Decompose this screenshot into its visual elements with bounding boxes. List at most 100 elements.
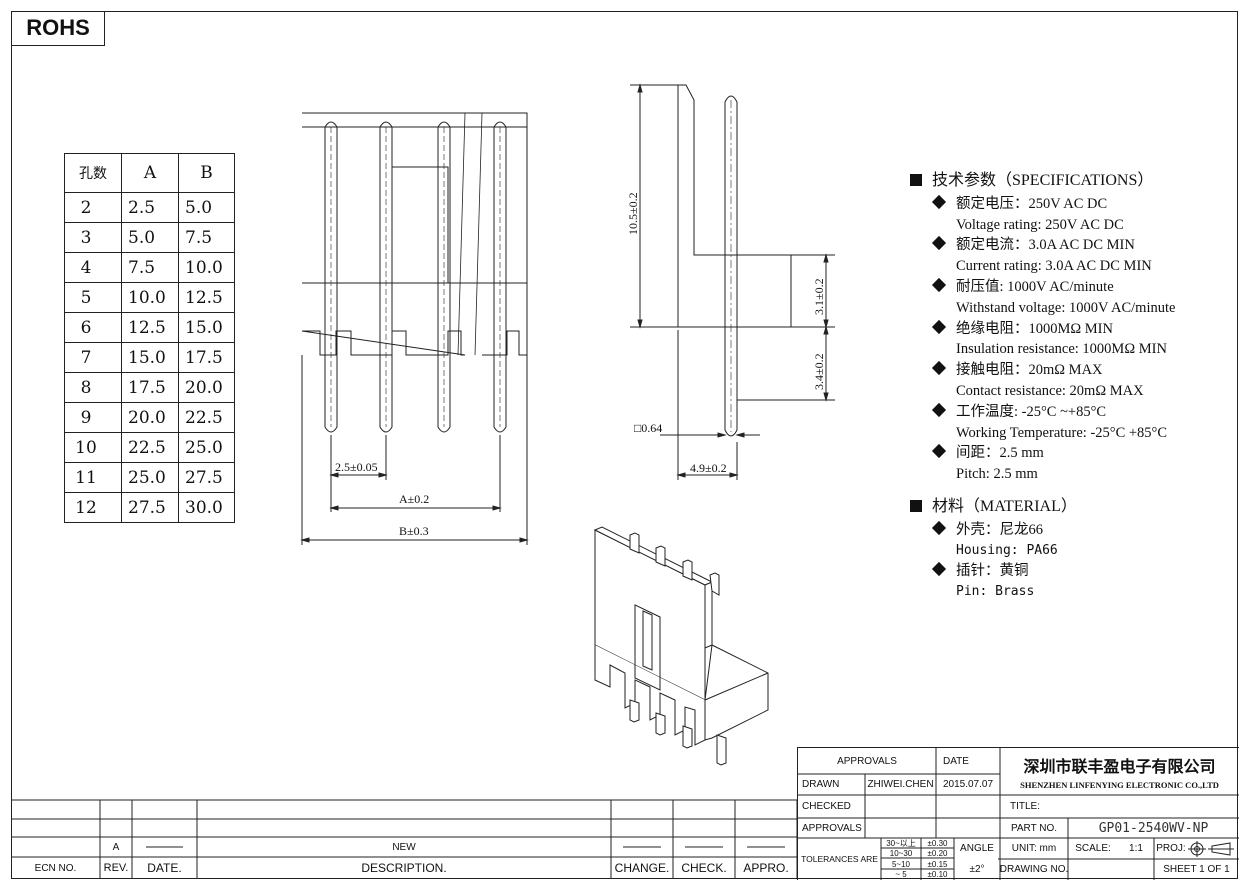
height-dim: 10.5±0.2	[626, 192, 640, 235]
square-bullet-icon	[910, 174, 922, 186]
tolerance-range: 30~以上	[886, 838, 916, 848]
company-name-en: SHENZHEN LINFENYING ELECTRONIC CO.,LTD	[1020, 780, 1219, 790]
rohs-label: ROHS	[11, 11, 105, 46]
table-header-cell: 孔数	[64, 153, 122, 193]
pins	[324, 121, 507, 433]
spec-item-en: Pin: Brass	[956, 584, 1035, 600]
diamond-bullet-icon	[931, 319, 947, 334]
spec-item: 绝缘电阻：1000MΩ MIN	[910, 319, 1175, 340]
square-bullet-icon	[910, 499, 922, 512]
table-cell: 10.0	[121, 282, 179, 313]
spec-item-cn: 间距：2.5 mm	[956, 445, 1044, 462]
drawn-label: DRAWN	[802, 779, 840, 790]
drawing-frame	[11, 11, 1238, 879]
spec-item-cn: 外壳：尼龙66	[956, 521, 1043, 538]
approvals-label: APPROVALS	[802, 822, 862, 834]
sheet-label: SHEET 1 OF 1	[1163, 864, 1230, 875]
spec-item: 外壳：尼龙66	[910, 520, 1175, 541]
company-name-cn: 深圳市联丰盈电子有限公司	[1023, 757, 1216, 776]
table-cell: 30.0	[178, 492, 235, 523]
part-number: GP01-2540WV-NP	[1098, 820, 1209, 836]
table-cell: 4	[64, 252, 122, 283]
spec-item: 工作温度: -25°C ~+85°C	[910, 402, 1175, 423]
spec-item-cn: 工作温度: -25°C ~+85°C	[956, 403, 1107, 420]
spec-item-en: Contact resistance: 20mΩ MAX	[956, 382, 1144, 399]
diamond-bullet-icon	[931, 194, 947, 209]
table-cell: 11	[64, 462, 122, 493]
spec-item-en: Current rating: 3.0A AC DC MIN	[956, 258, 1152, 275]
spec-item-en: Pitch: 2.5 mm	[956, 466, 1038, 483]
table-cell: 20.0	[178, 372, 235, 403]
table-cell: 6	[64, 312, 122, 343]
material-title: 材料（MATERIAL）	[932, 497, 1077, 515]
side-view-drawing: □0.64 4.9±0.2 10.5±0.2 3.1±0.2 3.4±0.2	[626, 83, 835, 480]
table-cell: 5.0	[121, 222, 179, 253]
spec-item-cn: 额定电流：3.0A AC DC MIN	[956, 237, 1135, 254]
table-cell: 15.0	[178, 312, 235, 343]
projection-symbol-icon	[1188, 841, 1234, 857]
spec-item-en: Working Temperature: -25°C +85°C	[956, 424, 1168, 441]
diamond-bullet-icon	[931, 562, 947, 577]
description-value: NEW	[392, 841, 416, 853]
checked-label: CHECKED	[802, 801, 851, 812]
table-header-cell: B	[178, 153, 235, 193]
unit-label: UNIT: mm	[1011, 843, 1057, 854]
proj-label: PROJ:	[1156, 843, 1186, 854]
check-label: CHECK.	[681, 861, 727, 875]
spec-item: 额定电流：3.0A AC DC MIN	[910, 235, 1175, 256]
rev-label: REV.	[103, 862, 129, 874]
spec-item: 插针：黄铜	[910, 561, 1175, 582]
scale-value: 1:1	[1129, 843, 1143, 854]
tolerance-range: 10~30	[889, 849, 913, 859]
specifications-title: 技术参数（SPECIFICATIONS）	[932, 172, 1154, 189]
table-cell: 15.0	[121, 342, 179, 373]
front-view-drawing: 2.5±0.05 A±0.2 B±0.3	[300, 112, 529, 545]
table-cell: 3	[64, 222, 122, 253]
date-label: DATE.	[147, 861, 182, 875]
spec-item-en: Insulation resistance: 1000MΩ MIN	[956, 341, 1167, 358]
table-cell: 22.5	[121, 432, 179, 463]
lower-dim: 3.4±0.2	[812, 353, 826, 390]
diamond-bullet-icon	[931, 236, 947, 251]
spec-item-en: Voltage rating: 250V AC DC	[956, 216, 1124, 233]
tolerances-label: TOLERANCES ARE	[801, 854, 878, 864]
approvals-header: APPROVALS	[837, 755, 897, 767]
table-cell: 10	[64, 432, 122, 463]
diamond-bullet-icon	[931, 520, 947, 535]
spec-item: 额定电压：250V AC DC	[910, 194, 1175, 215]
spec-item-cn: 耐压值: 1000V AC/minute	[956, 278, 1114, 295]
depth-dim: 4.9±0.2	[690, 461, 727, 475]
diamond-bullet-icon	[931, 444, 947, 459]
part-no-label: PART NO.	[1010, 822, 1058, 834]
pitch-dim: 2.5±0.05	[335, 460, 378, 474]
table-cell: 12.5	[121, 312, 179, 343]
table-cell: 9	[64, 402, 122, 433]
table-cell: 5	[64, 282, 122, 313]
angle-value: ±2°	[969, 863, 985, 875]
drawing-no-label: DRAWING NO.	[999, 864, 1069, 875]
spec-item-en: Housing: PA66	[956, 542, 1058, 558]
table-cell: 27.5	[121, 492, 179, 523]
diamond-bullet-icon	[931, 361, 947, 376]
angle-label: ANGLE	[960, 842, 994, 854]
date-header: DATE	[943, 755, 969, 767]
table-cell: 7.5	[178, 222, 235, 253]
table-cell: 2.5	[121, 192, 179, 223]
upper-dim: 3.1±0.2	[812, 278, 826, 315]
revision-block: A NEW ECN NO. REV. DATE. DESCRIPTION. CH…	[11, 799, 797, 879]
diamond-bullet-icon	[931, 402, 947, 417]
diamond-bullet-icon	[931, 277, 947, 293]
table-cell: 12.5	[178, 282, 235, 313]
table-cell: 7.5	[121, 252, 179, 283]
drawn-date: 2015.07.07	[942, 779, 994, 790]
title-label: TITLE:	[1009, 801, 1040, 812]
table-cell: 20.0	[121, 402, 179, 433]
ecn-no-label: ECN NO.	[34, 862, 77, 874]
table-cell: 17.5	[121, 372, 179, 403]
